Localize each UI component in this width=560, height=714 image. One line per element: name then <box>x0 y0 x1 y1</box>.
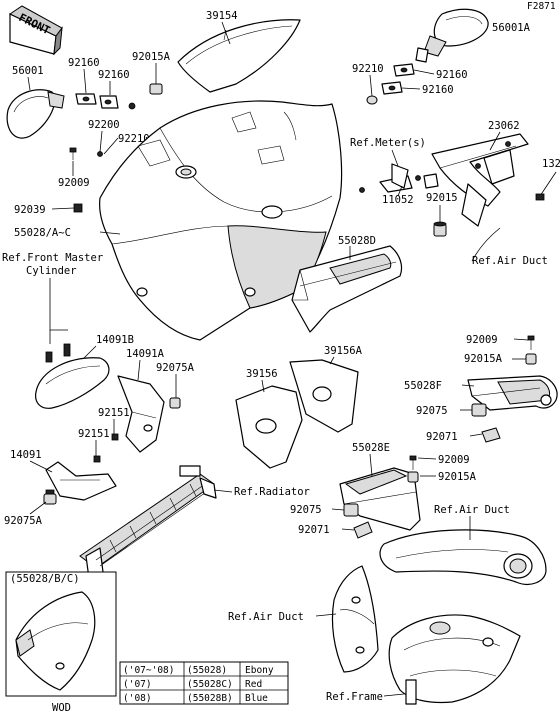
label-55028F: 55028F <box>404 380 442 392</box>
color-row-3-years: ('08) <box>123 693 152 704</box>
color-row-1-part: (55028) <box>187 665 227 676</box>
label-92210-right: 92210 <box>352 63 384 75</box>
grommet-92075A-mid <box>169 397 181 409</box>
label-92200: 92200 <box>88 119 120 131</box>
label-92210-left: 92210 <box>118 133 150 145</box>
color-row-2-part: (55028C) <box>187 679 233 690</box>
label-92071-r1: 92071 <box>426 431 458 443</box>
color-table: ('07~'08) (55028) Ebony ('07) (55028C) R… <box>119 661 289 705</box>
windshield <box>177 19 301 93</box>
label-23062: 23062 <box>488 120 520 132</box>
label-14091B: 14091B <box>96 334 134 346</box>
inner-panel-55028D <box>291 245 403 333</box>
ref-air-duct-3: Ref.Air Duct <box>228 611 304 623</box>
pad-39156A <box>289 359 359 433</box>
pad-39156 <box>235 385 303 469</box>
grommet-92075A-low <box>43 489 57 505</box>
label-92075A-mid: 92075A <box>156 362 195 374</box>
color-row-3-part: (55028B) <box>187 693 233 704</box>
bolt-92039 <box>73 203 83 213</box>
inset-title: (55028/B/C) <box>10 573 80 585</box>
label-92015A-r2: 92015A <box>438 471 477 483</box>
label-39156A: 39156A <box>324 345 363 357</box>
label-92075-r2: 92075 <box>290 504 322 516</box>
label-56001A: 56001A <box>492 22 531 34</box>
ref-front-master-line1: Ref.Front Master <box>2 252 103 264</box>
label-14091: 14091 <box>10 449 42 461</box>
color-row-1-years: ('07~'08) <box>123 665 174 676</box>
cover-14091B <box>35 343 110 409</box>
label-92160-right-2: 92160 <box>422 84 454 96</box>
frame <box>388 614 521 705</box>
label-39154: 39154 <box>206 10 238 22</box>
label-92075A-low: 92075A <box>4 515 43 527</box>
ref-meter: Ref.Meter(s) <box>350 137 426 149</box>
label-55028E: 55028E <box>352 442 390 454</box>
bushing-92015 <box>433 221 447 237</box>
inset-caption: WOD <box>52 702 71 714</box>
bolt-132 <box>535 171 557 201</box>
color-row-3-color: Blue <box>245 693 268 704</box>
label-92039: 92039 <box>14 204 46 216</box>
inset-box <box>5 571 117 697</box>
front-arrow: FRONT <box>8 5 63 56</box>
label-92015A-top: 92015A <box>132 51 171 63</box>
label-55028AC: 55028/A~C <box>14 227 71 239</box>
label-92160-a: 92160 <box>68 57 100 69</box>
label-92009-left: 92009 <box>58 177 90 189</box>
ref-front-master-line2: Cylinder <box>26 265 77 277</box>
color-row-2-color: Red <box>245 679 262 690</box>
mirror-right <box>415 8 489 63</box>
label-14091A: 14091A <box>126 348 165 360</box>
label-92160-b: 92160 <box>98 69 130 81</box>
bolt-92009-left <box>69 147 77 160</box>
label-92009-r1: 92009 <box>466 334 498 346</box>
bracket-14091 <box>45 461 117 501</box>
label-39156: 39156 <box>246 368 278 380</box>
ref-air-duct-2: Ref.Air Duct <box>434 504 510 516</box>
label-92151-b: 92151 <box>78 428 110 440</box>
label-132: 132 <box>542 158 560 170</box>
ref-air-duct-1: Ref.Air Duct <box>472 255 548 267</box>
bolt-92151-b <box>93 455 101 463</box>
pads-left <box>75 93 136 110</box>
label-92015: 92015 <box>426 192 458 204</box>
bracket-14091A <box>117 375 165 453</box>
label-92075-r1: 92075 <box>416 405 448 417</box>
meter-bracket <box>359 163 439 193</box>
air-duct-left <box>331 565 379 673</box>
label-92151-a: 92151 <box>98 407 130 419</box>
label-56001: 56001 <box>12 65 44 77</box>
label-92071-r2: 92071 <box>298 524 330 536</box>
label-92015A-r1: 92015A <box>464 353 503 365</box>
air-duct-right <box>379 529 547 585</box>
bolt-92151-a <box>111 433 119 441</box>
ref-radiator: Ref.Radiator <box>234 486 310 498</box>
ref-frame: Ref.Frame <box>326 691 383 703</box>
color-row-1-color: Ebony <box>245 665 274 676</box>
label-92009-r2: 92009 <box>438 454 470 466</box>
label-55028D: 55028D <box>338 235 376 247</box>
grommet-92015A-top <box>149 83 163 95</box>
panel-55028F <box>467 375 558 411</box>
pads-right <box>366 63 415 105</box>
diagram-code: F2871 <box>527 1 556 12</box>
color-row-2-years: ('07) <box>123 679 152 690</box>
label-92160-right-1: 92160 <box>436 69 468 81</box>
meter-stay <box>431 133 529 227</box>
label-11052: 11052 <box>382 194 414 206</box>
mirror-left <box>6 89 65 139</box>
